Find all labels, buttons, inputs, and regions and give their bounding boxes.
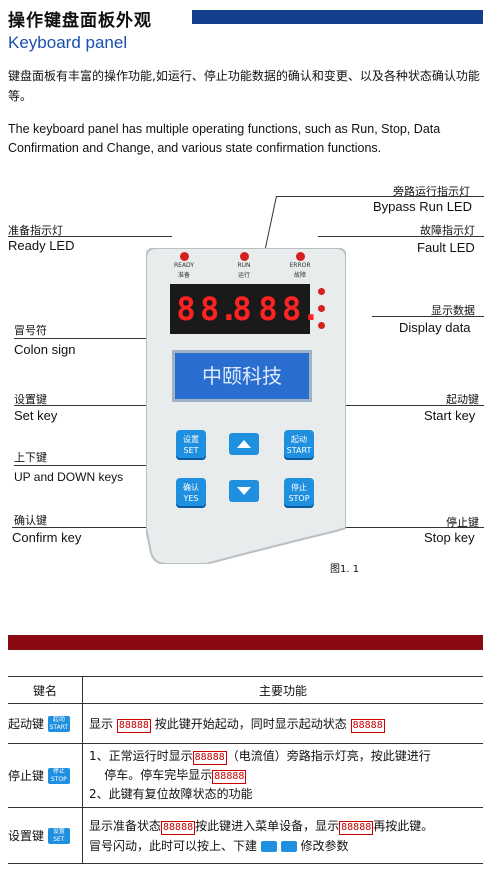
stop-label-cn: 停止键 [446, 516, 479, 529]
up-arrow-icon [260, 840, 277, 852]
confirm-button-cn: 确认 [183, 483, 199, 492]
digit: 8. [282, 290, 321, 328]
segment-readout: 88888 [350, 718, 385, 733]
segment-readout: 88888 [212, 770, 247, 784]
page-title-cn: 操作键盘面板外观 [8, 11, 152, 31]
set-button[interactable]: 设置 SET [176, 430, 206, 460]
segment-readout: 88888 [192, 751, 227, 765]
error-led-text: ERROR [289, 262, 311, 269]
key-name: 停止键 [8, 768, 45, 783]
set-label-en: Set key [14, 408, 58, 423]
updown-label-cn: 上下键 [14, 451, 47, 464]
run-led-cn: 运行 [237, 272, 250, 279]
unit-led [318, 322, 325, 329]
set-button-en: SET [183, 446, 199, 455]
figure-caption: 图1. 1 [330, 564, 360, 575]
digit: 8 [258, 290, 278, 328]
down-arrow-icon [280, 840, 297, 852]
confirm-label-cn: 确认键 [14, 514, 47, 527]
confirm-button[interactable]: 确认 YES [176, 478, 206, 508]
set-label-cn: 设置键 [14, 393, 47, 406]
segment-readout: 88888 [116, 718, 151, 733]
error-led-cn: 故障 [293, 272, 306, 279]
run-led-text: RUN [237, 262, 251, 269]
up-button[interactable] [229, 433, 259, 455]
digit: 8. [200, 290, 239, 328]
segment-readout: 88888 [339, 820, 374, 835]
digit: 8 [176, 290, 196, 328]
error-led [296, 252, 305, 261]
colon-label-en: Colon sign [14, 342, 76, 357]
down-button[interactable] [229, 480, 259, 502]
seven-segment-display: 8 8. 8 8 8. [170, 284, 321, 334]
start-button[interactable]: 起动 START [284, 430, 314, 460]
colon-label-cn: 冒号符 [14, 324, 47, 337]
fault-label-cn: 故障指示灯 [420, 224, 475, 237]
ready-led-cn: 准备 [177, 272, 190, 279]
updown-label-en: UP and DOWN keys [14, 470, 124, 484]
down-arrow-icon [237, 487, 251, 495]
display-label-cn: 显示数据 [431, 304, 475, 317]
unit-led [318, 288, 325, 295]
ready-label-en: Ready LED [8, 238, 75, 253]
start-button-cn: 起动 [291, 435, 307, 444]
ready-label-cn: 准备指示灯 [8, 224, 63, 237]
intro-en: The keyboard panel has multiple operatin… [8, 122, 441, 155]
run-led [240, 252, 249, 261]
ready-led-text: READY [173, 262, 195, 269]
confirm-button-en: YES [183, 494, 199, 503]
up-arrow-icon [237, 440, 251, 448]
unit-led [318, 305, 325, 312]
set-button-cn: 设置 [183, 435, 199, 444]
bypass-label-en: Bypass Run LED [373, 199, 472, 214]
confirm-label-en: Confirm key [12, 530, 82, 545]
key-name: 设置键 [8, 828, 45, 843]
display-label-en: Display data [399, 320, 471, 335]
column-header: 键名 [8, 676, 83, 704]
column-header: 主要功能 [82, 676, 483, 704]
fault-label-en: Fault LED [417, 240, 475, 255]
intro-cn: 键盘面板有丰富的操作功能,如运行、停止功能数据的确认和变更、以及各种状态确认功能… [8, 69, 480, 103]
stop-button-en: STOP [288, 494, 310, 503]
start-label-cn: 起动键 [446, 393, 479, 406]
bypass-label-cn: 旁路运行指示灯 [393, 185, 470, 198]
stop-button-cn: 停止 [291, 483, 307, 492]
page-title-en: Keyboard panel [8, 33, 128, 52]
title-bar [192, 10, 483, 24]
stop-label-en: Stop key [424, 530, 475, 545]
ready-led [180, 252, 189, 261]
lcd-display: 中颐科技 [172, 350, 312, 402]
digit: 8 [232, 290, 252, 328]
start-button-en: START [286, 446, 312, 455]
key-name: 起动键 [8, 716, 45, 731]
section-divider [8, 635, 483, 650]
start-label-en: Start key [424, 408, 476, 423]
segment-readout: 88888 [161, 820, 196, 835]
stop-button[interactable]: 停止 STOP [284, 478, 314, 508]
